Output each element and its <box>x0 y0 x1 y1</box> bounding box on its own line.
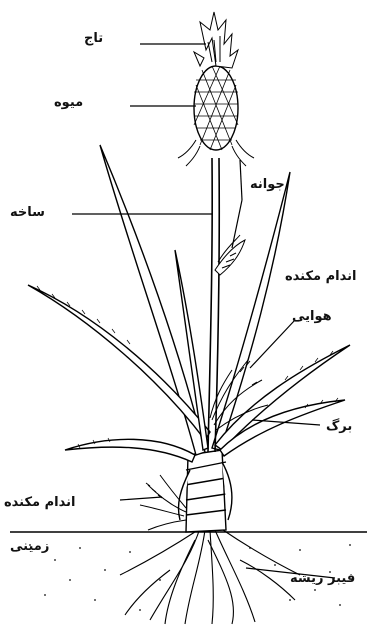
label-fiber-root: فیبر ریشه <box>290 572 355 585</box>
crown <box>194 12 238 68</box>
fruit <box>178 66 254 166</box>
label-aerial-organ-line2: هوایی <box>292 310 332 323</box>
label-stem: ساخه <box>10 206 45 219</box>
label-aerial-organ-line1: اندام مکنده <box>285 270 356 283</box>
label-fruit: میوه <box>54 96 83 109</box>
label-shoot: جوانه <box>250 178 285 191</box>
plant-base <box>178 450 231 532</box>
leaves <box>28 145 350 462</box>
label-ground-organ-line2: زمینی <box>10 540 49 553</box>
label-leaf: برگ <box>326 420 352 433</box>
roots <box>120 528 300 624</box>
label-ground-organ-line1: اندام مکنده <box>4 496 75 509</box>
label-crown: تاج <box>84 32 103 45</box>
